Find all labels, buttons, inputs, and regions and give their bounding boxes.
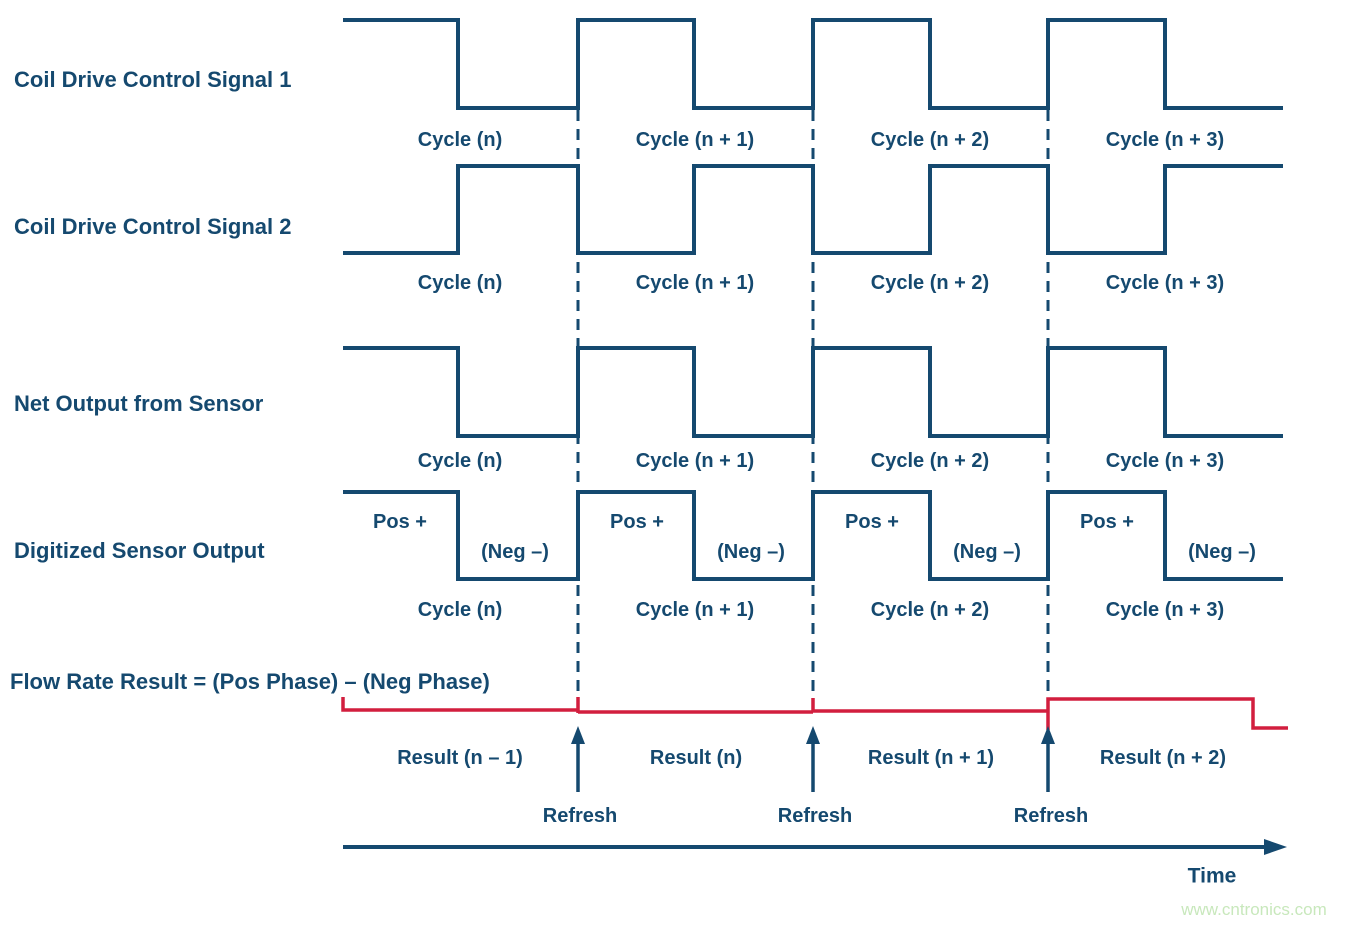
result-label: Result (n + 2): [1099, 747, 1227, 769]
row-label-coil-drive-2: Coil Drive Control Signal 2: [14, 214, 292, 239]
cycle-label: Cycle (n): [417, 272, 503, 294]
refresh-arrowhead-2: [806, 726, 820, 744]
row-label-coil-drive-1: Coil Drive Control Signal 1: [14, 67, 292, 92]
time-axis-label: Time: [1187, 864, 1237, 888]
cycle-label: Cycle (n): [417, 599, 503, 621]
cycle-label: Cycle (n + 2): [870, 599, 990, 621]
cycle-label: Cycle (n + 3): [1105, 599, 1225, 621]
coil-drive-signal2-waveform: [343, 164, 1283, 255]
cycle-label: Cycle (n + 1): [635, 272, 755, 294]
refresh-arrowhead-1: [571, 726, 585, 744]
row-label-net-output: Net Output from Sensor: [14, 391, 264, 416]
watermark-text: www.cntronics.com: [1181, 900, 1327, 919]
pos-phase-label: Pos +: [1080, 511, 1134, 533]
neg-phase-label: (Neg –): [1188, 541, 1256, 563]
neg-phase-label: (Neg –): [717, 541, 785, 563]
coil-drive-signal1-waveform: [343, 18, 1283, 110]
cycle-label: Cycle (n + 1): [635, 450, 755, 472]
cycle-label: Cycle (n + 2): [870, 129, 990, 151]
pos-phase-label: Pos +: [373, 511, 427, 533]
cycle-label: Cycle (n): [417, 450, 503, 472]
cycle-label: Cycle (n): [417, 129, 503, 151]
digitized-output-waveform: [343, 490, 1283, 581]
time-axis-arrowhead: [1264, 839, 1287, 855]
net-output-waveform: [343, 346, 1283, 438]
row-label-digitized-output: Digitized Sensor Output: [14, 538, 265, 563]
neg-phase-label: (Neg –): [481, 541, 549, 563]
refresh-label: Refresh: [542, 805, 618, 827]
flow-result-trace: [341, 697, 1288, 730]
pos-phase-label: Pos +: [845, 511, 899, 533]
result-label: Result (n + 1): [867, 747, 995, 769]
cycle-label: Cycle (n + 1): [635, 129, 755, 151]
cycle-label: Cycle (n + 2): [870, 450, 990, 472]
result-label: Result (n): [649, 747, 743, 769]
refresh-label: Refresh: [1013, 805, 1089, 827]
cycle-label: Cycle (n + 2): [870, 272, 990, 294]
refresh-label: Refresh: [777, 805, 853, 827]
cycle-label: Cycle (n + 3): [1105, 129, 1225, 151]
neg-phase-label: (Neg –): [953, 541, 1021, 563]
refresh-arrowhead-3: [1041, 726, 1055, 744]
pos-phase-label: Pos +: [610, 511, 664, 533]
cycle-label: Cycle (n + 1): [635, 599, 755, 621]
row-label-flow-rate-result: Flow Rate Result = (Pos Phase) – (Neg Ph…: [10, 669, 490, 694]
cycle-label: Cycle (n + 3): [1105, 272, 1225, 294]
result-label: Result (n – 1): [397, 747, 523, 769]
cycle-label: Cycle (n + 3): [1105, 450, 1225, 472]
